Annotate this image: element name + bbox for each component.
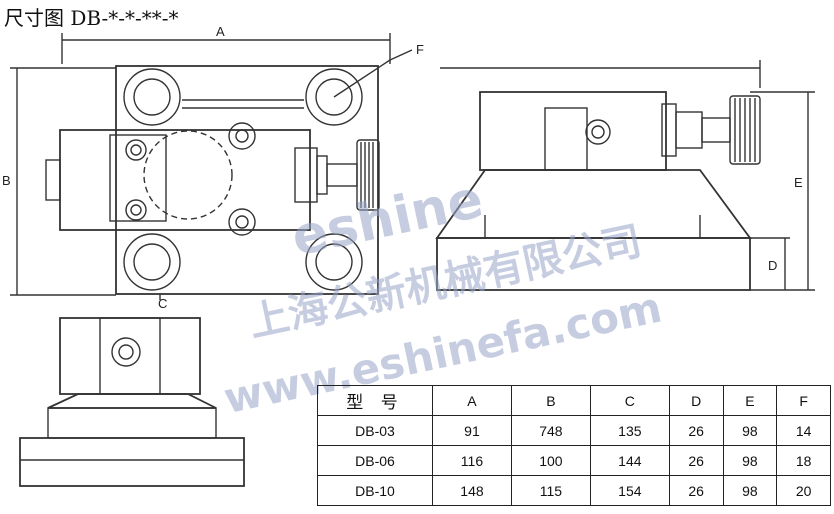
table-cell: 154 (589, 475, 670, 506)
table-row: DB-03 91 748 135 26 98 14 (317, 415, 831, 446)
end-view (19, 317, 245, 487)
dim-label-f: F (416, 42, 424, 57)
table-cell: 135 (589, 415, 670, 446)
table-cell: 91 (432, 415, 512, 446)
table-header: 型 号 (317, 385, 433, 416)
table-row: DB-06 116 100 144 26 98 18 (317, 445, 831, 476)
dimension-table: 型 号 A B C D E F DB-03 91 748 135 26 98 1… (317, 385, 831, 506)
table-cell: 26 (668, 475, 724, 506)
table-cell: 18 (776, 445, 831, 476)
table-cell: 115 (510, 475, 591, 506)
table-cell: 100 (510, 445, 591, 476)
table-cell: 98 (722, 415, 778, 446)
table-cell: 20 (776, 475, 831, 506)
table-cell: 748 (510, 415, 591, 446)
dim-label-d: D (768, 258, 777, 273)
table-cell: 98 (722, 475, 778, 506)
table-cell: 98 (722, 445, 778, 476)
table-cell: 26 (668, 445, 724, 476)
table-header: E (722, 385, 778, 416)
table-header: F (776, 385, 831, 416)
page-title: 尺寸图 DB-*-*-**-* (4, 6, 179, 30)
table-header: B (510, 385, 591, 416)
table-cell: 148 (432, 475, 512, 506)
watermark: eshine 上海公新机械有限公司 www.eshinefa.com (220, 169, 666, 423)
dim-label-e: E (794, 175, 803, 190)
table-row: DB-10 148 115 154 26 98 20 (317, 475, 831, 506)
table-cell: DB-10 (317, 475, 433, 506)
dim-label-c: C (158, 296, 167, 311)
table-cell: 14 (776, 415, 831, 446)
table-cell: 144 (589, 445, 670, 476)
table-cell: DB-03 (317, 415, 433, 446)
table-header: A (432, 385, 512, 416)
top-view (10, 33, 413, 300)
table-header: D (668, 385, 724, 416)
table-header: C (589, 385, 670, 416)
table-cell: DB-06 (317, 445, 433, 476)
side-view (435, 60, 815, 291)
table-cell: 116 (432, 445, 512, 476)
dim-label-a: A (216, 24, 225, 39)
dim-label-b: B (2, 173, 11, 188)
table-header-row: 型 号 A B C D E F (317, 385, 831, 416)
table-cell: 26 (668, 415, 724, 446)
